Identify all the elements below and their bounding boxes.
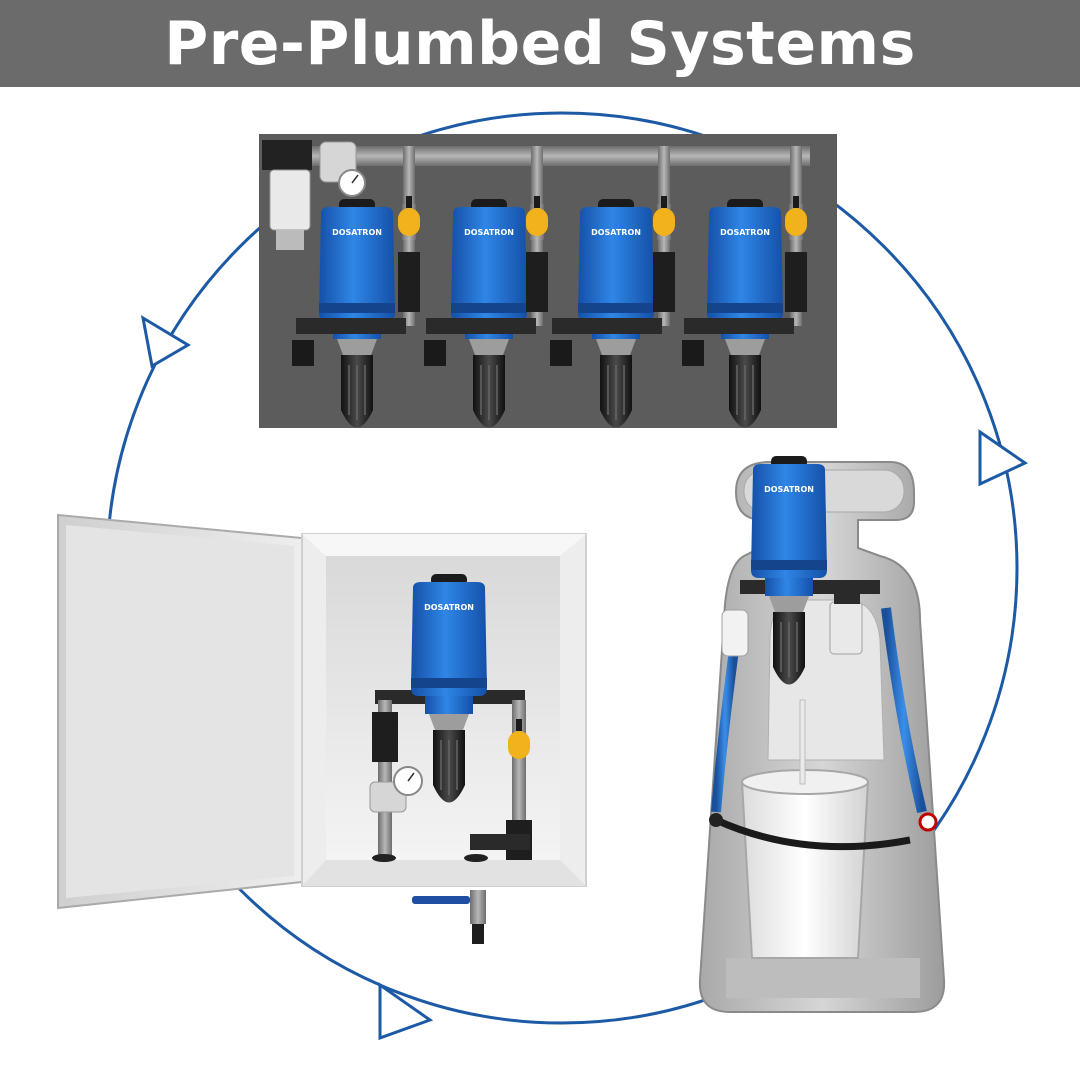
- panel-valves: [292, 146, 807, 366]
- cycle-arrow-bottom: [378, 982, 434, 1041]
- brand-label: DOSATRON: [591, 228, 641, 237]
- panel-pump-3: DOSATRON: [577, 198, 655, 429]
- brand-label: DOSATRON: [464, 228, 514, 237]
- cycle-arrow-right: [978, 429, 1029, 487]
- cart-pump: DOSATRON: [750, 455, 828, 686]
- cabinet-pump: DOSATRON: [410, 573, 488, 804]
- panel-pump-4: DOSATRON: [706, 198, 784, 429]
- wall-panel-system: DOSATRON DOSATRON DOSATRON DOSATRON: [259, 134, 837, 429]
- page-title: Pre-Plumbed Systems: [164, 8, 916, 79]
- title-bar: Pre-Plumbed Systems: [0, 0, 1080, 87]
- cabinet-system: DOSATRON: [57, 513, 587, 944]
- brand-label: DOSATRON: [332, 228, 382, 237]
- brand-label: DOSATRON: [720, 228, 770, 237]
- mobile-cart-system: DOSATRON: [698, 455, 946, 1013]
- panel-pump-2: DOSATRON: [450, 198, 528, 429]
- brand-label: DOSATRON: [424, 603, 474, 612]
- cycle-arrow-left: [140, 314, 191, 369]
- panel-pump-1: DOSATRON: [318, 198, 396, 429]
- brand-label: DOSATRON: [764, 485, 814, 494]
